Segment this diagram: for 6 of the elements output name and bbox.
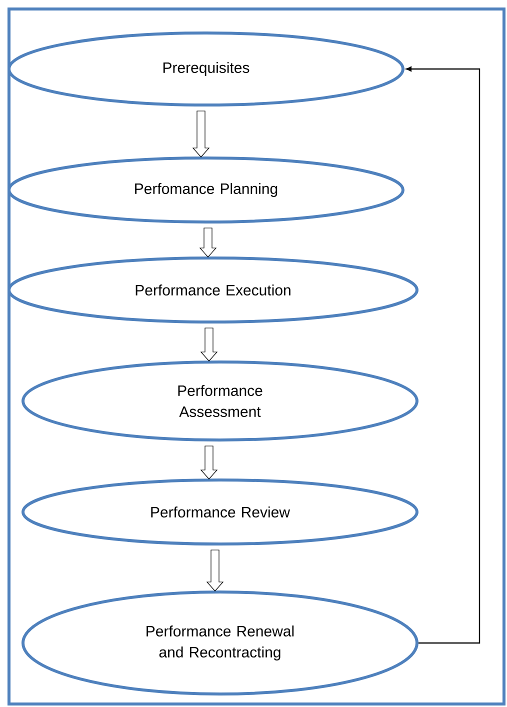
feedback-arrow <box>406 66 480 644</box>
block-arrow <box>206 550 224 592</box>
block-arrow <box>192 110 210 158</box>
block-arrow <box>199 228 217 258</box>
block-arrow <box>200 446 218 480</box>
block-arrow <box>200 328 218 362</box>
